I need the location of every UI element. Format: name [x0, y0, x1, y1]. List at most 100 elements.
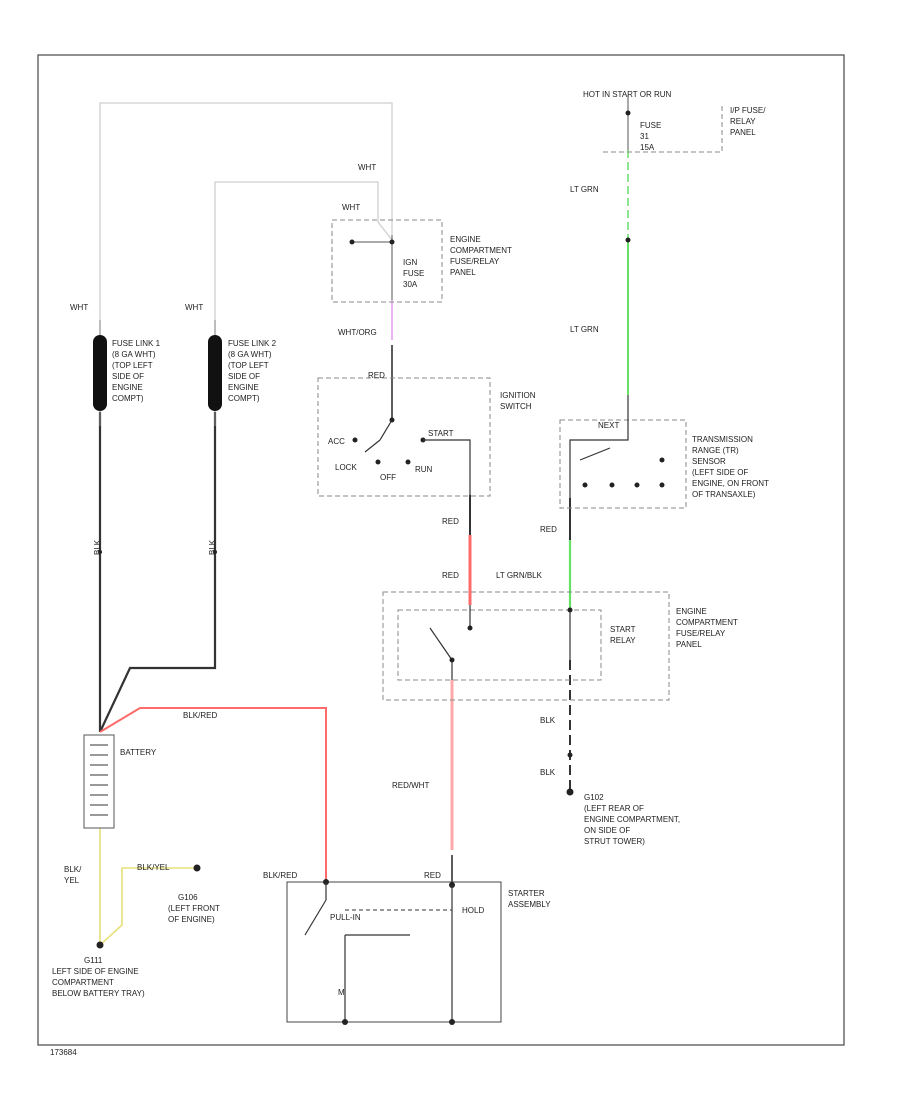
- label-red-wht: RED/WHT: [392, 781, 429, 790]
- label-blk-1: BLK: [93, 539, 102, 555]
- label-blk-red-2: BLK/RED: [263, 871, 297, 880]
- label-fl2-1: FUSE LINK 2: [228, 339, 277, 348]
- label-g106-1: G106: [178, 893, 198, 902]
- label-ign-fuse-1: IGN: [403, 258, 417, 267]
- label-starter-2: ASSEMBLY: [508, 900, 551, 909]
- g106-ground-point: [193, 864, 201, 872]
- label-wht-org: WHT/ORG: [338, 328, 377, 337]
- label-ecfr2-2: COMPARTMENT: [676, 618, 738, 627]
- battery-symbol: [83, 734, 115, 829]
- wire-blk-red-battery-starter: [99, 707, 327, 882]
- label-off: OFF: [380, 473, 396, 482]
- label-tr-2: RANGE (TR): [692, 446, 739, 455]
- label-ecfr1-4: PANEL: [450, 268, 476, 277]
- label-hold: HOLD: [462, 906, 484, 915]
- label-wht-top: WHT: [358, 163, 376, 172]
- wire-blk-yel-g106: [99, 867, 195, 946]
- label-g102-2: (LEFT REAR OF: [584, 804, 644, 813]
- connector-dot: [567, 752, 573, 758]
- label-pull-in: PULL-IN: [330, 913, 361, 922]
- label-g111-1: G111: [84, 956, 103, 965]
- label-blk-4: BLK: [540, 768, 556, 777]
- diagram-id: 173684: [50, 1048, 77, 1057]
- label-blk-yel-1: BLK/: [64, 865, 82, 874]
- label-ign-fuse-2: FUSE: [403, 269, 424, 278]
- tr-sensor-contacts: [569, 395, 665, 498]
- label-fuse-amp: 15A: [640, 143, 655, 152]
- connector-dot: [98, 550, 102, 554]
- starter-assembly-outline: [286, 881, 502, 1023]
- label-g111-4: BELOW BATTERY TRAY): [52, 989, 145, 998]
- starter-contacts: [304, 879, 455, 1025]
- label-red-tr: RED: [540, 525, 557, 534]
- label-wht-2: WHT: [342, 203, 360, 212]
- label-ecfr2-3: FUSE/RELAY: [676, 629, 726, 638]
- fuse-link-1: [93, 320, 107, 426]
- label-fl1-6: COMPT): [112, 394, 144, 403]
- label-lt-grn-blk: LT GRN/BLK: [496, 571, 543, 580]
- label-fl1-2: (8 GA WHT): [112, 350, 156, 359]
- label-g111-2: LEFT SIDE OF ENGINE: [52, 967, 139, 976]
- label-g102-4: ON SIDE OF: [584, 826, 630, 835]
- label-fl2-3: (TOP LEFT: [228, 361, 269, 370]
- label-g106-2: (LEFT FRONT: [168, 904, 220, 913]
- label-blk-red: BLK/RED: [183, 711, 217, 720]
- label-wht-left2: WHT: [185, 303, 203, 312]
- label-ecfr1-1: ENGINE: [450, 235, 481, 244]
- label-ip-panel-1: I/P FUSE/: [730, 106, 766, 115]
- label-ecfr2-4: PANEL: [676, 640, 702, 649]
- label-battery: BATTERY: [120, 748, 157, 757]
- transmission-range-sensor-outline: [559, 419, 687, 509]
- label-fl2-2: (8 GA WHT): [228, 350, 272, 359]
- label-red-top: RED: [368, 371, 385, 380]
- label-run: RUN: [415, 465, 433, 474]
- wire-wht-fuselink2: [214, 181, 393, 335]
- label-hot-in-start: HOT IN START OR RUN: [583, 90, 672, 99]
- label-g102-5: STRUT TOWER): [584, 837, 645, 846]
- wire-blk-fuselink2: [99, 412, 217, 733]
- label-fuse-num: 31: [640, 132, 649, 141]
- label-ip-panel-2: RELAY: [730, 117, 756, 126]
- label-g111-3: COMPARTMENT: [52, 978, 114, 987]
- ign-fuse-30a: [349, 235, 395, 300]
- label-fl2-5: ENGINE: [228, 383, 259, 392]
- label-fl1-1: FUSE LINK 1: [112, 339, 161, 348]
- ip-fuse-panel-outline: [603, 105, 723, 153]
- fuse-31: [625, 95, 631, 150]
- label-ecfr1-3: FUSE/RELAY: [450, 257, 500, 266]
- label-red-st: RED: [424, 871, 441, 880]
- label-tr-5: ENGINE, ON FRONT: [692, 479, 769, 488]
- label-g102-3: ENGINE COMPARTMENT,: [584, 815, 680, 824]
- g111-ground-point: [96, 941, 104, 949]
- label-g106-3: OF ENGINE): [168, 915, 215, 924]
- connector-dot: [213, 550, 217, 554]
- label-ecfr1-2: COMPARTMENT: [450, 246, 512, 255]
- label-blk-3: BLK: [540, 716, 556, 725]
- label-ign-fuse-3: 30A: [403, 280, 418, 289]
- ignition-switch-outline: [317, 377, 491, 497]
- label-lock: LOCK: [335, 463, 357, 472]
- label-fl1-4: SIDE OF: [112, 372, 144, 381]
- label-fl2-4: SIDE OF: [228, 372, 260, 381]
- label-ign-sw-1: IGNITION: [500, 391, 536, 400]
- g102-ground-point: [566, 788, 574, 796]
- label-g102-1: G102: [584, 793, 604, 802]
- label-motor: M: [338, 988, 345, 997]
- label-red-wire: RED: [442, 571, 459, 580]
- label-start-relay-1: START: [610, 625, 636, 634]
- connector-dot: [625, 237, 631, 243]
- diagram-frame: [37, 54, 845, 1046]
- label-lt-grn-2: LT GRN: [570, 325, 599, 334]
- label-tr-4: (LEFT SIDE OF: [692, 468, 748, 477]
- label-ip-panel-3: PANEL: [730, 128, 756, 137]
- label-blk-2: BLK: [208, 539, 217, 555]
- label-tr-3: SENSOR: [692, 457, 726, 466]
- label-blk-yel-2: YEL: [64, 876, 80, 885]
- ignition-switch-contacts: [352, 417, 471, 495]
- engine-compartment-fuse-panel-2: [382, 591, 670, 701]
- fuse-link-2: [208, 320, 222, 426]
- label-tr-1: TRANSMISSION: [692, 435, 753, 444]
- label-start: START: [428, 429, 454, 438]
- label-wht-left: WHT: [70, 303, 88, 312]
- label-red-ign: RED: [442, 517, 459, 526]
